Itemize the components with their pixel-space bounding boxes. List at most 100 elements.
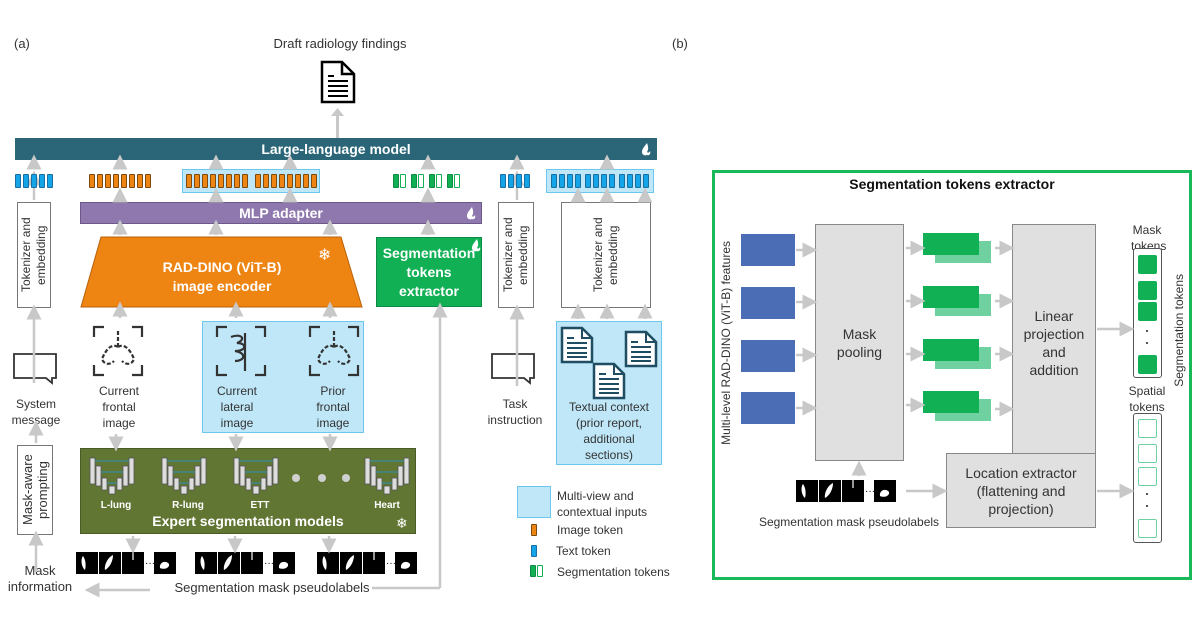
ellipsis-dot <box>292 474 300 482</box>
document-icon <box>624 330 658 368</box>
spatial-token <box>1138 519 1157 538</box>
seg-token <box>429 174 435 188</box>
ellipsis-dot <box>342 474 350 482</box>
image-token <box>105 174 111 188</box>
document-icon <box>320 60 356 104</box>
panel-a-letter: (a) <box>14 36 30 51</box>
mask-thumbnail <box>317 552 339 574</box>
textual-context-label: Textual context (prior report, additiona… <box>556 399 662 463</box>
encoder-label-line2: image encoder <box>172 278 272 294</box>
legend-multiview-label: Multi-view and contextual inputs <box>557 488 647 520</box>
snowflake-icon: ❄ <box>396 515 408 531</box>
label-line: Linear <box>1034 307 1074 324</box>
label-line: Current <box>216 384 257 398</box>
label-line: image <box>316 416 350 430</box>
mask-thumbnail <box>874 480 896 502</box>
feature-block <box>741 392 795 424</box>
mask-thumbnail <box>819 480 841 502</box>
text-token <box>601 174 607 188</box>
label-line: additional <box>583 432 635 446</box>
expert-model-label: L-lung <box>100 500 132 511</box>
pooled-feature <box>923 391 979 413</box>
tokenizer-task: Tokenizer and embedding <box>498 202 534 308</box>
mask-ellipsis: ··· <box>264 558 274 569</box>
label-line: Mask <box>842 325 877 342</box>
seg-token <box>436 174 442 188</box>
output-arrow <box>336 114 339 138</box>
seg-token <box>411 174 417 188</box>
mlp-adapter: MLP adapter <box>80 202 482 224</box>
label-line: Multi-view and <box>557 489 634 503</box>
label-line: pooling <box>836 343 883 360</box>
label-line: tokens <box>1129 400 1165 414</box>
image-token <box>218 174 224 188</box>
label-line: sections) <box>584 448 634 462</box>
chest-xray-lateral-icon <box>215 325 267 377</box>
output-label: Draft radiology findings <box>273 36 407 51</box>
linear-projection-block: Linear projection and addition <box>1012 224 1096 461</box>
text-token <box>627 174 633 188</box>
label-line: Task <box>502 397 528 411</box>
encoder-label: RAD-DINO (ViT-B) image encoder <box>100 258 344 296</box>
text-token <box>559 174 565 188</box>
mlp-label: MLP adapter <box>239 205 323 221</box>
image-token <box>226 174 232 188</box>
label-line: and <box>1042 343 1066 360</box>
image-token <box>194 174 200 188</box>
text-token <box>551 174 557 188</box>
image-token <box>242 174 248 188</box>
seg-extractor-line1: Segmentation <box>382 244 476 261</box>
image-token <box>202 174 208 188</box>
input-label-current-frontal: Current frontal image <box>88 383 150 431</box>
spatial-token <box>1138 419 1157 438</box>
input-label-prior-frontal: Prior frontal image <box>302 383 364 431</box>
text-token <box>643 174 649 188</box>
chest-xray-frontal-icon <box>92 325 144 377</box>
expert-model-label: R-lung <box>172 500 204 511</box>
feature-block <box>741 340 795 372</box>
legend-text-token-label: Text token <box>556 544 611 558</box>
encoder-label-line1: RAD-DINO (ViT-B) <box>162 259 282 275</box>
label-line: Mask <box>1132 223 1162 237</box>
seg-extractor-line3: extractor <box>399 282 459 299</box>
expert-model-label: Heart <box>374 500 400 511</box>
label-line: lateral <box>220 400 254 414</box>
text-token <box>567 174 573 188</box>
label-line: Textual context <box>568 400 650 414</box>
mask-thumbnail <box>241 552 263 574</box>
label-line: (flattening and <box>976 482 1066 499</box>
text-token <box>31 174 37 188</box>
expert-model-label: ETT <box>250 500 270 511</box>
image-token <box>263 174 269 188</box>
location-extractor-block: Location extractor (flattening and proje… <box>946 453 1096 528</box>
llm-bar: Large-language model <box>15 138 657 160</box>
spatial-token <box>1138 467 1157 486</box>
text-token <box>500 174 506 188</box>
mask-thumbnail <box>340 552 362 574</box>
mask-token <box>1138 255 1157 274</box>
spatial-token <box>1138 444 1157 463</box>
input-label-system: System message <box>5 396 67 428</box>
panel-b-letter: (b) <box>672 36 688 51</box>
text-token <box>39 174 45 188</box>
mask-thumbnail <box>842 480 864 502</box>
mask-token <box>1138 281 1157 300</box>
llm-label: Large-language model <box>261 141 411 157</box>
label-line: instruction <box>487 413 543 427</box>
seg-token <box>454 174 460 188</box>
image-token <box>113 174 119 188</box>
image-encoder <box>80 236 363 308</box>
text-token <box>516 174 522 188</box>
mask-information-label: Mask information <box>5 563 75 595</box>
unet-icon <box>161 457 207 495</box>
image-token <box>311 174 317 188</box>
label-line: image <box>220 416 254 430</box>
text-token <box>508 174 514 188</box>
seg-extractor-panel <box>712 170 1192 580</box>
label-line: projection <box>1023 325 1085 342</box>
arrow-head <box>331 108 344 116</box>
expert-title: Expert segmentation models <box>152 513 344 529</box>
text-token <box>15 174 21 188</box>
mask-thumbnail <box>796 480 818 502</box>
text-token <box>585 174 591 188</box>
